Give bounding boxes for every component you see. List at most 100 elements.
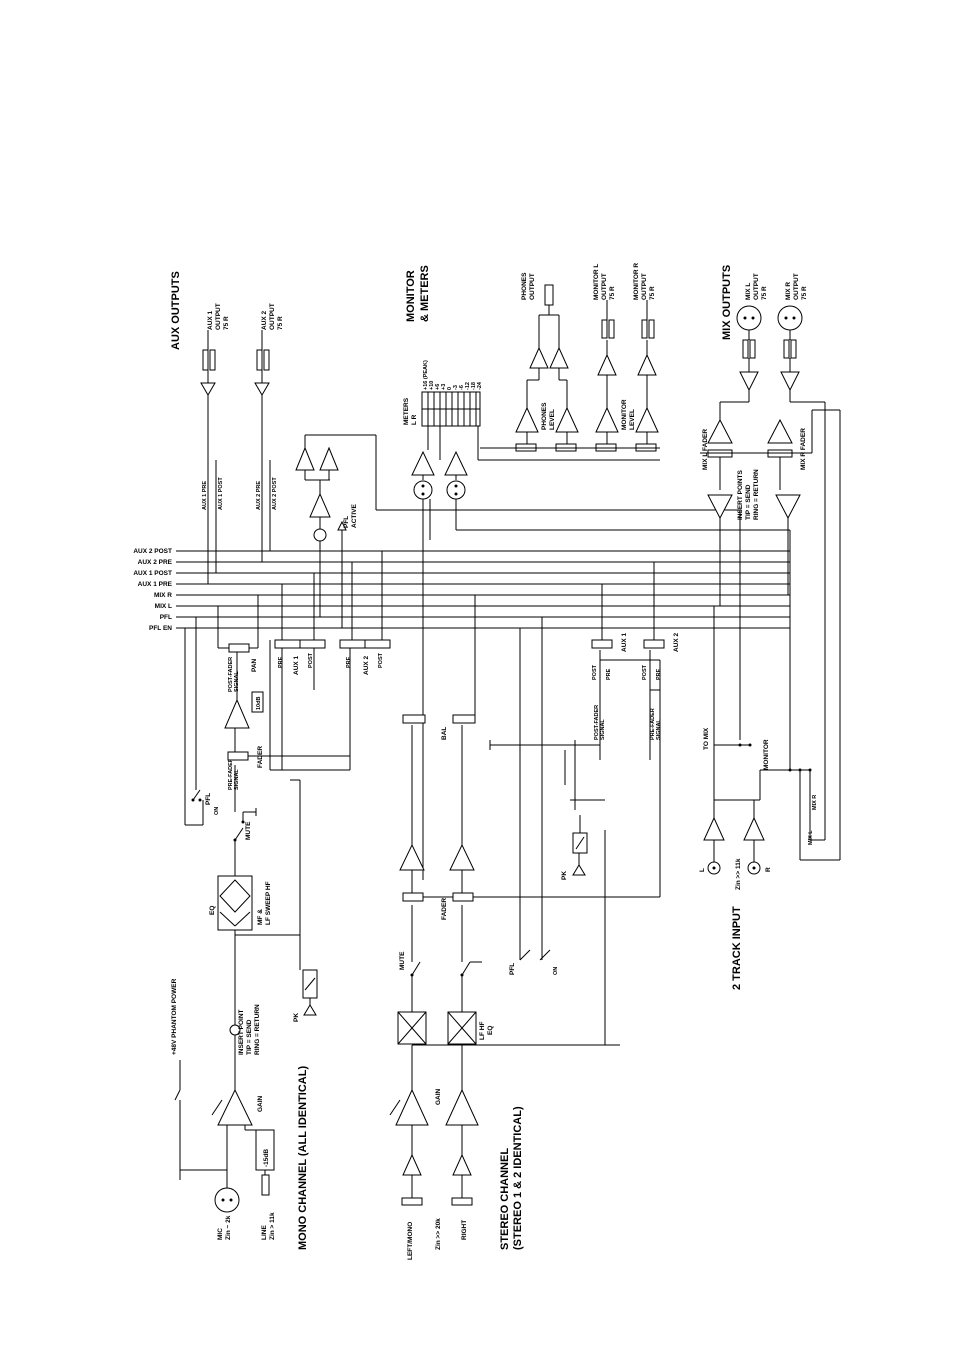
bus-label-aux1-pre: AUX 1 PRE bbox=[138, 581, 173, 588]
mix-r-output-label: MIX R bbox=[785, 282, 792, 300]
svg-text:SIGNAL: SIGNAL bbox=[600, 719, 606, 740]
two-track-zin-label: Zin >> 11k bbox=[735, 858, 742, 890]
stereo-aux2-label: AUX 2 bbox=[673, 632, 680, 652]
stereo-pfl-on-label: ON bbox=[553, 967, 559, 975]
mono-mute-label: MUTE bbox=[245, 821, 252, 840]
section-mono-channel: MONO CHANNEL (ALL IDENTICAL) bbox=[297, 1066, 309, 1250]
mix-l-jack bbox=[742, 339, 749, 359]
mono-post-amp bbox=[224, 698, 250, 729]
aux2-post-label: AUX 2 POST bbox=[272, 477, 278, 510]
pad-label: -15dB bbox=[263, 1149, 270, 1167]
pfl-amp-1 bbox=[295, 446, 315, 471]
meter-amp-l bbox=[411, 450, 435, 476]
phones-level-amp-l bbox=[515, 406, 539, 433]
svg-text:OUTPUT: OUTPUT bbox=[641, 273, 648, 300]
monitor-switch-label: MONITOR bbox=[763, 739, 770, 770]
section-monitor-meters-2: & METERS bbox=[419, 265, 431, 322]
mono-fader-label: FADER bbox=[257, 746, 264, 768]
aux2-pre-label: AUX 2 PRE bbox=[256, 481, 262, 510]
stereo-fader-label: FADER bbox=[441, 898, 448, 920]
mono-10db-badge bbox=[251, 691, 264, 713]
bus-labels: AUX 2 POST AUX 2 PRE AUX 1 POST AUX 1 PR… bbox=[133, 548, 172, 632]
svg-text:LEVEL: LEVEL bbox=[549, 409, 556, 430]
two-track-r-label: R bbox=[765, 867, 772, 872]
stereo-aux2-pre: PRE bbox=[656, 668, 662, 680]
mix-l-out-amp bbox=[739, 371, 759, 392]
monitor-l-jack bbox=[601, 319, 608, 339]
two-track-amp-l bbox=[703, 816, 725, 841]
bus-label-aux2-pre: AUX 2 PRE bbox=[138, 559, 173, 566]
mono-pan-label: PAN bbox=[251, 658, 258, 672]
aux2-output-amp bbox=[254, 382, 270, 396]
svg-text:SIGNAL: SIGNAL bbox=[234, 671, 240, 692]
svg-text:TIP = SEND: TIP = SEND bbox=[246, 1019, 253, 1055]
bus-label-pfl: PFL bbox=[160, 614, 172, 621]
svg-text:OUTPUT: OUTPUT bbox=[529, 273, 536, 300]
mix-l-xlr bbox=[736, 305, 762, 331]
mix-r-fader-amp bbox=[767, 418, 793, 444]
stereo-mute-label: MUTE bbox=[399, 951, 406, 970]
section-monitor-meters-1: MONITOR bbox=[405, 270, 417, 322]
mic-label: MIC bbox=[217, 1228, 224, 1240]
stereo-pk-label: PK bbox=[561, 871, 568, 880]
stereo-left-label: LEFT/MONO bbox=[407, 1222, 414, 1260]
svg-text:75 R: 75 R bbox=[223, 316, 230, 330]
aux1-post-label: AUX 1 POST bbox=[218, 477, 224, 510]
stereo-eq-label: LF HF bbox=[479, 1022, 486, 1040]
stereo-aux1-pot bbox=[591, 639, 613, 649]
mono-aux1-label: AUX 1 bbox=[293, 655, 300, 675]
monitor-out-amp-r bbox=[637, 353, 657, 376]
mix-l-insert-amp bbox=[707, 494, 733, 520]
svg-text:OUTPUT: OUTPUT bbox=[269, 303, 276, 330]
bus-label-aux1-post: AUX 1 POST bbox=[133, 570, 172, 577]
mix-r-fader-label: MIX R FADER bbox=[800, 428, 807, 470]
stereo-gain-label: GAIN bbox=[435, 1088, 442, 1105]
two-track-amp-r bbox=[743, 816, 765, 841]
monitor-level-amp-l bbox=[595, 406, 619, 433]
mono-eq-bands: MF & bbox=[257, 909, 264, 925]
mono-aux2-pre: PRE bbox=[346, 656, 352, 668]
phones-level-label: PHONES bbox=[541, 402, 548, 430]
pfl-active-label: PFL bbox=[343, 516, 350, 528]
mono-10db-label: 10dB bbox=[256, 697, 262, 710]
meter-scale-9: -24 bbox=[477, 381, 483, 390]
svg-text:75 R: 75 R bbox=[277, 316, 284, 330]
phones-amp-l bbox=[529, 346, 549, 369]
mix-l-fader-label: MIX L FADER bbox=[702, 429, 709, 470]
mono-fader bbox=[227, 751, 249, 761]
insert-points-label: INSERT POINTS bbox=[737, 469, 744, 520]
mix-r-insert-amp bbox=[775, 494, 801, 520]
mono-pan-pot bbox=[228, 643, 250, 653]
stereo-aux2-pot bbox=[643, 639, 665, 649]
mono-gain-amp bbox=[217, 1088, 253, 1126]
stereo-bal-pot-l bbox=[402, 714, 426, 724]
mic-xlr bbox=[214, 1187, 240, 1213]
bus-label-pfl-en: PFL EN bbox=[149, 625, 172, 632]
mix-r-xlr bbox=[777, 305, 803, 331]
meter-scale-3: +3 bbox=[441, 384, 447, 390]
meter-switch-r bbox=[446, 480, 466, 500]
two-track-l-label: L bbox=[699, 868, 706, 872]
meter-scale-7: -12 bbox=[465, 382, 471, 390]
phantom-label: +48V PHANTOM POWER bbox=[171, 978, 178, 1055]
mono-aux1-pre: PRE bbox=[278, 656, 284, 668]
mono-gain-label: GAIN bbox=[257, 1095, 264, 1112]
phones-jack bbox=[544, 284, 554, 306]
stereo-bal-pot-r bbox=[452, 714, 476, 724]
mono-postfader-signal: POST-FADER bbox=[228, 657, 234, 692]
stereo-pk-led bbox=[572, 864, 586, 876]
mix-r-out-amp bbox=[780, 371, 800, 392]
mono-pfl-label: PFL bbox=[205, 793, 212, 805]
svg-text:LF SWEEP HF: LF SWEEP HF bbox=[265, 881, 272, 925]
stereo-zin-label: Zin >> 20k bbox=[435, 1218, 442, 1250]
monitor-r-jack bbox=[641, 319, 648, 339]
svg-text:LEVEL: LEVEL bbox=[629, 409, 636, 430]
stereo-postfader-signal: POST-FADER bbox=[594, 705, 600, 740]
mix-l-fader-amp bbox=[707, 418, 733, 444]
monitor-l-output-label: MONITOR L bbox=[593, 264, 600, 300]
meter-scale-4: 0 bbox=[447, 387, 453, 390]
pfl-amp-2 bbox=[319, 446, 339, 471]
meter-amp-r bbox=[444, 450, 468, 476]
meters-lr: L R bbox=[411, 414, 418, 425]
